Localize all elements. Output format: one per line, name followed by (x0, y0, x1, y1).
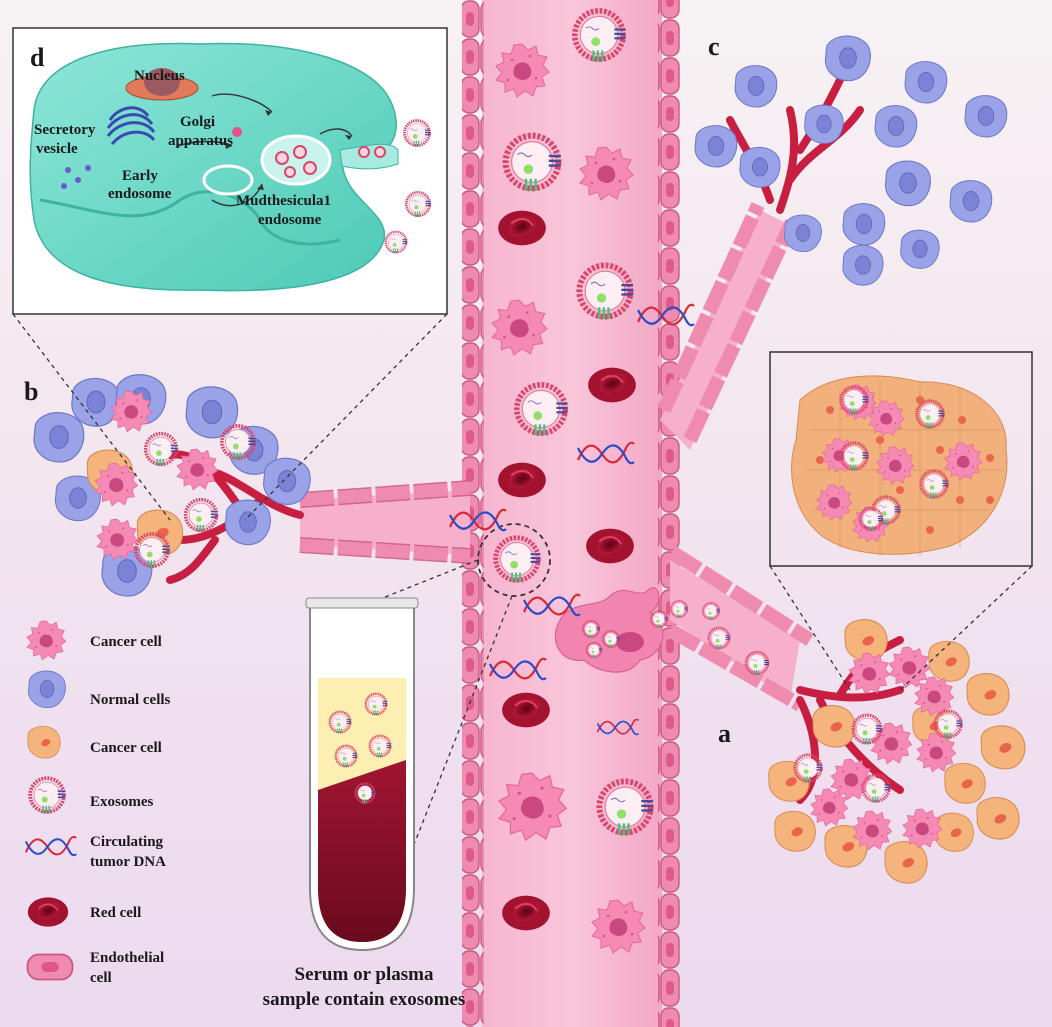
labels: a b c d Nucleus Golgi apparatus Secretor… (24, 32, 731, 1010)
tube-caption-line2: sample contain exosomes (263, 989, 466, 1010)
normal-cell-icon (27, 670, 66, 709)
label-mvb-2: endosome (258, 212, 322, 228)
label-golgi-2: apparatus (168, 133, 233, 149)
panel-label-b: b (24, 377, 38, 406)
legend-label-red-cell: Red cell (90, 905, 141, 921)
macrophage-cell (554, 587, 664, 673)
legend-label-cancer-cell: Cancer cell (90, 634, 162, 650)
panel-label-a: a (718, 719, 731, 748)
orange-cancer-cell-icon (27, 725, 61, 759)
legend-label-tumor-dna: tumor DNA (90, 854, 166, 870)
capillaries (166, 76, 904, 804)
tube-caption-line1: Serum or plasma (295, 964, 434, 985)
cluster-a (768, 619, 1026, 884)
ctdna-icon (24, 835, 78, 857)
cluster-c-normal-cells (694, 35, 1008, 286)
legend-label-endothelial: Endothelial (90, 950, 164, 966)
cell-inset-d (12, 27, 448, 315)
label-mvb-1: Mudthesicula1 (236, 193, 331, 209)
vessel-branch-c (657, 202, 799, 450)
main-blood-vessel (462, 0, 680, 1027)
label-early-1: Early (122, 168, 158, 184)
label-nucleus: Nucleus (134, 68, 185, 84)
legend-label-normal-cells: Normal cells (90, 692, 171, 708)
legend-label-exosomes: Exosomes (90, 794, 153, 810)
legend-label-cell: cell (90, 970, 112, 986)
label-secretory-2: vesicle (36, 141, 78, 157)
endothelial-cell-icon (26, 953, 74, 981)
legend-icons (24, 620, 78, 981)
tumor-zoom-box (769, 351, 1033, 567)
zoom-connectors (12, 313, 1033, 881)
test-tube (305, 597, 419, 952)
panel-label-d: d (30, 43, 45, 72)
legend-label-circulating: Circulating (90, 834, 164, 850)
exosome-icon (28, 776, 68, 816)
label-early-2: endosome (108, 186, 172, 202)
cancer-cell-icon (26, 620, 67, 661)
label-golgi-1: Golgi (180, 114, 215, 130)
cluster-b (33, 374, 311, 597)
red-cell-icon (26, 896, 70, 928)
panel-label-c: c (708, 32, 720, 61)
legend-label-cancer-cell-2: Cancer cell (90, 740, 162, 756)
vessel-branch-b (299, 480, 471, 564)
vessel-branch-a (666, 546, 814, 712)
label-secretory-1: Secretory (34, 122, 96, 138)
